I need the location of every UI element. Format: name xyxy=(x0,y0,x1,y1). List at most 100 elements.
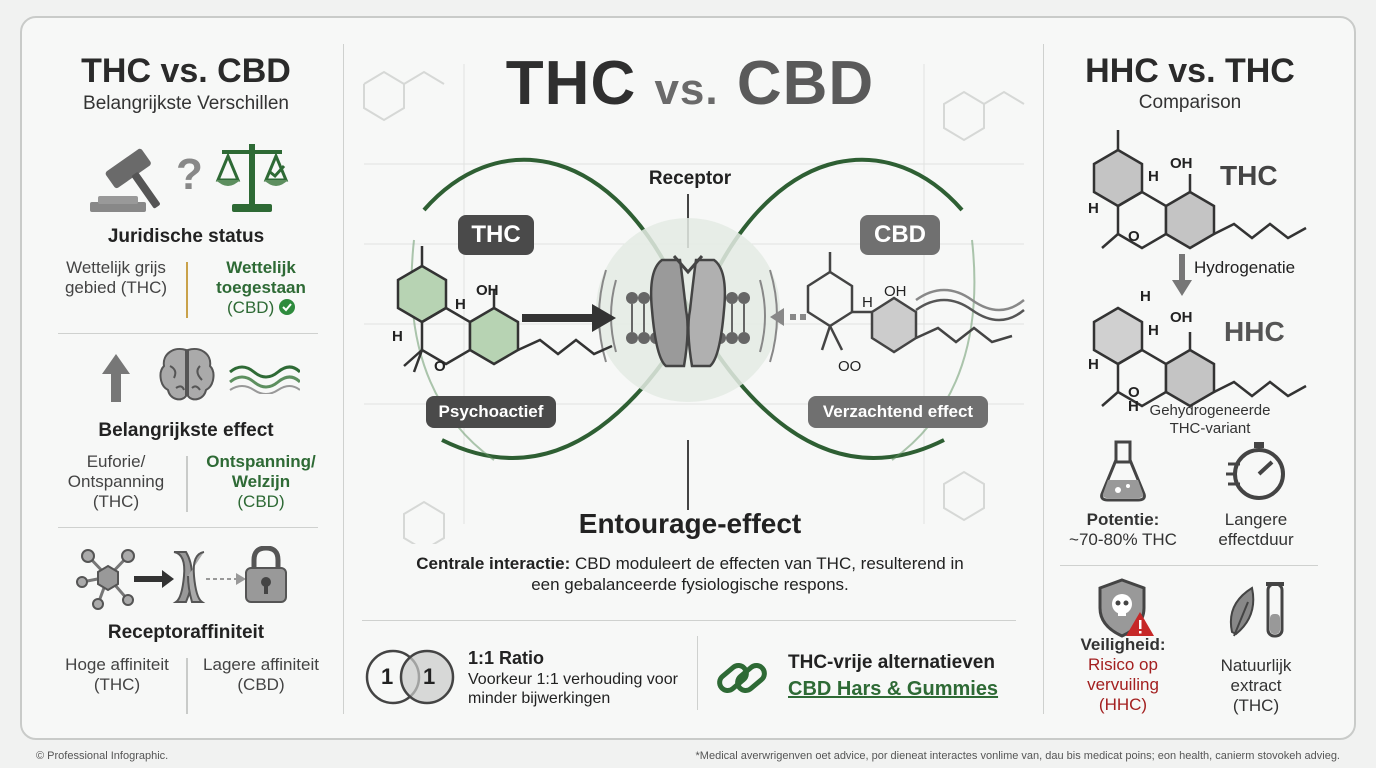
hhc-thc-o-label-1: O xyxy=(1128,228,1140,245)
flask-icon xyxy=(1100,440,1146,502)
effect-cbd-text: Ontspanning/ Welzijn xyxy=(206,452,316,491)
hhc-structure-icon xyxy=(1092,306,1307,408)
hhc-thc-h-label-1: H xyxy=(1148,168,1159,185)
ratio-title: 1:1 Ratio xyxy=(468,648,545,668)
effect-cbd-block: Ontspanning/ Welzijn (CBD) xyxy=(196,452,326,512)
main-effect-heading: Belangrijkste effect xyxy=(98,420,274,441)
dashed-arrow-icon xyxy=(206,573,246,585)
molecule-network-icon xyxy=(76,549,135,610)
entourage-title: Entourage-effect xyxy=(578,508,802,539)
legal-status-heading: Juridische status xyxy=(107,226,265,247)
entourage-loop-diagram xyxy=(396,157,1025,510)
hhc-structure-label: HHC xyxy=(1224,316,1285,347)
lock-icon xyxy=(245,546,287,603)
legal-separator xyxy=(186,262,188,318)
natural-extract-text: Natuurlijk extract (THC) xyxy=(1220,656,1292,715)
ratio-description: Voorkeur 1:1 verhouding voor minder bijw… xyxy=(468,671,678,707)
center-bottom-divider xyxy=(362,620,1016,621)
thc-o-label: O xyxy=(434,358,446,375)
stopwatch-icon xyxy=(1226,442,1285,500)
affinity-thc-text: Hoge affiniteit (THC) xyxy=(65,655,169,694)
cbd-h-label: H xyxy=(862,294,873,311)
psychoactive-pill: Psychoactief xyxy=(426,396,556,428)
left-section-divider-1 xyxy=(58,333,318,334)
alternatives-link[interactable]: CBD Hars & Gummies xyxy=(788,678,999,700)
thc-structure-label: THC xyxy=(1220,160,1278,191)
legal-cbd-text: Wettelijk toegestaan xyxy=(216,258,306,297)
left-column-divider xyxy=(343,44,344,714)
hydrogenation-label: Hydrogenatie xyxy=(1194,258,1296,277)
wave-icon xyxy=(229,365,300,394)
brain-icon xyxy=(159,348,215,401)
center-title-vs: vs. xyxy=(654,65,719,114)
cbd-oh-label: OH xyxy=(884,283,907,300)
link-chain-icon xyxy=(717,663,767,693)
thc-h-label-1: H xyxy=(455,296,466,313)
thc-oh-label: OH xyxy=(476,282,499,299)
up-arrow-icon xyxy=(102,354,130,402)
legal-cbd-tag: (CBD) xyxy=(227,298,275,317)
question-mark-icon: ? xyxy=(176,150,203,199)
cbd-label-pill: CBD xyxy=(860,215,940,255)
hhc-thc-h-label-2: H xyxy=(1088,200,1099,217)
receptor-small-icon xyxy=(172,551,206,603)
entourage-bold-lead: Centrale interactie: xyxy=(416,554,571,573)
hhc-caption: Gehydrogeneerde THC-variant xyxy=(1149,402,1271,437)
ratio-right-number: 1 xyxy=(423,664,436,689)
duration-text: Langere effectduur xyxy=(1218,510,1294,549)
left-subtitle: Belangrijkste Verschillen xyxy=(83,93,289,114)
potency-label: Potentie: xyxy=(1086,510,1160,529)
thc-label-pill: THC xyxy=(458,215,534,255)
cbd-oo-label: OO xyxy=(838,358,862,375)
effect-separator xyxy=(186,456,188,512)
center-title-thc: THC xyxy=(505,49,637,118)
left-section-divider-2 xyxy=(58,527,318,528)
skull-shield-icon xyxy=(1098,578,1154,638)
ratio-left-number: 1 xyxy=(381,664,394,689)
right-subtitle: Comparison xyxy=(1138,92,1242,113)
leaf-test-tube-icon xyxy=(1230,582,1284,638)
hhc-h-label-a: H xyxy=(1140,288,1151,305)
effect-thc-text: Euforie/ Ontspanning (THC) xyxy=(67,452,165,511)
right-column-divider xyxy=(1043,44,1044,714)
thc-h-label-2: H xyxy=(392,328,403,345)
legal-cbd-tag-row: (CBD) xyxy=(196,298,326,318)
thc-structure-icon xyxy=(1092,130,1307,250)
safety-label: Veiligheid: xyxy=(1080,635,1166,654)
hhc-oh-label: OH xyxy=(1170,309,1193,326)
affinity-separator xyxy=(186,658,188,714)
entourage-body: CBD moduleert de effecten van THC, resul… xyxy=(531,554,964,594)
legal-cbd-block: Wettelijk toegestaan (CBD) xyxy=(196,258,326,318)
soothing-effect-pill: Verzachtend effect xyxy=(808,396,988,428)
potency-block: Potentie: ~70-80% THC xyxy=(1058,510,1188,550)
right-section-divider xyxy=(1060,565,1318,566)
hydrogenation-arrow-icon xyxy=(1172,254,1192,296)
left-title: THC vs. CBD xyxy=(81,52,291,90)
receptor-affinity-heading: Receptoraffiniteit xyxy=(107,622,265,643)
entourage-description: Centrale interactie: CBD moduleert de ef… xyxy=(400,553,980,595)
center-title-cbd: CBD xyxy=(736,49,875,118)
footer-copyright: © Professional Infographic. xyxy=(36,750,169,762)
ratio-circles-icon xyxy=(365,649,455,705)
alternatives-title: THC-vrije alternatieven xyxy=(788,652,995,673)
bind-arrow-icon xyxy=(134,570,174,588)
hhc-o-label: O xyxy=(1128,384,1140,401)
hhc-h-label-c: H xyxy=(1088,356,1099,373)
potency-value: ~70-80% THC xyxy=(1069,530,1177,549)
hhc-thc-oh-label-1: OH xyxy=(1170,155,1193,172)
right-title: HHC vs. THC xyxy=(1085,52,1295,90)
affinity-cbd-text: Lagere affiniteit (CBD) xyxy=(203,655,319,694)
center-title: THC vs. CBD xyxy=(350,48,1030,119)
footer-disclaimer: *Medical averwrigenven oet advice, por d… xyxy=(695,750,1340,762)
safety-value: Risico op vervuiling (HHC) xyxy=(1087,655,1159,714)
hhc-h-label-d: H xyxy=(1128,398,1139,415)
safety-block: Veiligheid: Risico op vervuiling (HHC) xyxy=(1058,635,1188,715)
effect-cbd-tag: (CBD) xyxy=(237,492,285,511)
check-circle-icon xyxy=(278,299,295,315)
hhc-h-label-b: H xyxy=(1148,322,1159,339)
scales-icon xyxy=(215,144,289,212)
center-bottom-split xyxy=(697,636,698,710)
legal-thc-text: Wettelijk grijs gebied (THC) xyxy=(64,258,168,297)
receptor-label: Receptor xyxy=(648,168,732,189)
gavel-icon xyxy=(90,148,160,212)
